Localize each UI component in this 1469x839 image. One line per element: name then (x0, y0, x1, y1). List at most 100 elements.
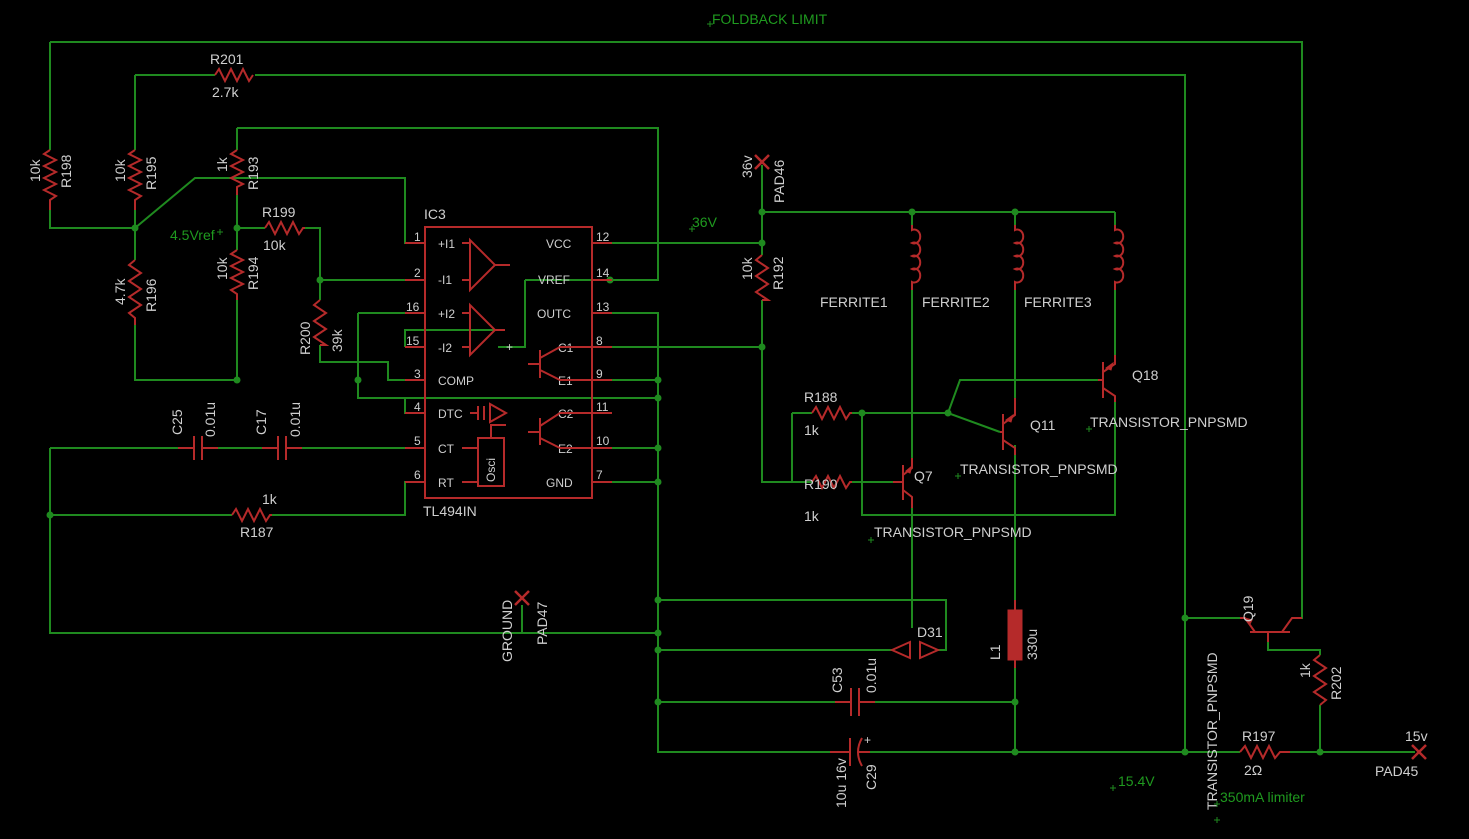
pad-46[interactable]: 36v PAD46 (739, 154, 787, 203)
net-label-foldback: FOLDBACK LIMIT (712, 11, 828, 27)
resistor-r198[interactable]: 10k R198 (27, 149, 74, 210)
svg-text:6: 6 (414, 468, 421, 482)
ic-pin-15[interactable]: 15-I2 (406, 334, 452, 355)
ferrite-2-name: FERRITE2 (922, 294, 990, 310)
ferrite-1[interactable]: FERRITE1 (820, 225, 922, 310)
transistor-q11[interactable]: Q11 TRANSISTOR_PNPSMD (960, 398, 1118, 477)
resistor-r192[interactable]: 10k R192 (739, 254, 786, 301)
c17-name: C17 (253, 409, 269, 435)
svg-text:10: 10 (596, 434, 610, 448)
net-label-15v4: 15.4V (1118, 773, 1155, 789)
svg-text:+I1: +I1 (438, 237, 455, 251)
resistor-r202[interactable]: 1k R202 (1297, 654, 1344, 706)
net-label-36v: 36V (692, 214, 718, 230)
svg-text:RT: RT (438, 476, 454, 490)
r192-value: 10k (739, 256, 755, 280)
c53-value: 0.01u (863, 658, 879, 693)
q19-name: Q19 (1240, 595, 1256, 622)
ic-pin-8[interactable]: 8C1 (558, 334, 603, 355)
c29-name: C29 (863, 764, 879, 790)
ic-transistor-2-icon (528, 412, 592, 449)
svg-text:VREF: VREF (538, 273, 570, 287)
ic-pin-6[interactable]: 6RT (414, 468, 454, 490)
r192-name: R192 (770, 256, 786, 290)
transistor-q19[interactable]: Q19 TRANSISTOR_PNPSMD (1204, 595, 1302, 810)
capacitor-c25[interactable]: C25 0.01u (169, 402, 218, 460)
capacitor-c17[interactable]: C17 0.01u (253, 402, 303, 460)
svg-text:COMP: COMP (438, 374, 474, 388)
resistor-r187[interactable]: 1k R187 (231, 491, 278, 540)
r194-value: 10k (214, 256, 230, 280)
resistor-r201[interactable]: R201 2.7k (210, 51, 254, 100)
svg-text:5: 5 (414, 434, 421, 448)
ic-pin-5[interactable]: 5CT (414, 434, 455, 456)
q7-name: Q7 (914, 468, 933, 484)
diode-d31[interactable]: D31 (889, 624, 943, 660)
svg-text:VCC: VCC (546, 237, 572, 251)
r190-value: 1k (804, 508, 820, 524)
svg-text:DTC: DTC (438, 407, 463, 421)
resistor-r193[interactable]: 1k R193 (214, 149, 261, 195)
r195-value: 10k (112, 158, 128, 182)
pad-45[interactable]: 15v PAD45 (1375, 728, 1428, 779)
capacitor-c29[interactable]: + C29 10u 16v (830, 733, 879, 808)
r199-name: R199 (262, 204, 296, 220)
resistor-r196[interactable]: 4.7k R196 (112, 259, 159, 325)
r187-name: R187 (240, 524, 274, 540)
resistor-r200[interactable]: R200 39k (297, 299, 345, 355)
r195-name: R195 (143, 156, 159, 190)
svg-text:GND: GND (546, 476, 573, 490)
wires (49, 41, 1415, 753)
c25-value: 0.01u (202, 402, 218, 437)
pad46-value: 36v (739, 155, 755, 178)
pad-47[interactable]: GROUND PAD47 (499, 590, 550, 662)
transistor-q7[interactable]: Q7 TRANSISTOR_PNPSMD (874, 458, 1032, 540)
ic-pin-9[interactable]: 9E1 (558, 367, 603, 388)
resistor-r197[interactable]: R197 2Ω (1239, 728, 1290, 778)
svg-text:CT: CT (438, 442, 455, 456)
resistor-r195[interactable]: 10k R195 (112, 149, 159, 210)
r193-value: 1k (214, 156, 230, 172)
svg-text:+I2: +I2 (438, 307, 455, 321)
resistor-r194[interactable]: 10k R194 (214, 249, 261, 300)
svg-text:1: 1 (414, 230, 421, 244)
r198-name: R198 (58, 154, 74, 188)
r190-name: R190 (804, 476, 838, 492)
r202-name: R202 (1328, 666, 1344, 700)
resistor-r199[interactable]: R199 10k (262, 204, 305, 253)
svg-text:+: + (506, 340, 513, 354)
l1-name: L1 (987, 644, 1003, 660)
transistor-q18[interactable]: Q18 TRANSISTOR_PNPSMD (1090, 355, 1248, 430)
ic-pin-2[interactable]: 2-I1 (414, 266, 452, 287)
ferrite-2[interactable]: FERRITE2 (922, 225, 1025, 310)
inductor-l1[interactable]: L1 330u (987, 600, 1040, 668)
pad45-name: PAD45 (1375, 763, 1419, 779)
svg-text:7: 7 (596, 468, 603, 482)
pad46-name: PAD46 (771, 159, 787, 203)
c29-value: 10u 16v (833, 758, 849, 808)
q19-value: TRANSISTOR_PNPSMD (1204, 652, 1220, 810)
q18-value: TRANSISTOR_PNPSMD (1090, 414, 1248, 430)
svg-text:Osci: Osci (484, 458, 498, 482)
capacitor-c53[interactable]: C53 0.01u (829, 658, 879, 716)
ferrite-3[interactable]: FERRITE3 (1024, 225, 1125, 310)
resistor-r188[interactable]: R188 1k (804, 389, 852, 438)
ic-pin-1[interactable]: 1 +I1 (414, 230, 455, 251)
pad47-name: PAD47 (534, 601, 550, 645)
q7-value: TRANSISTOR_PNPSMD (874, 524, 1032, 540)
net-label-vref: 4.5Vref (170, 227, 215, 243)
ic-pin-16[interactable]: 16+I2 (406, 300, 455, 321)
junctions (46, 208, 1324, 756)
resistor-r190[interactable]: R190 1k (804, 473, 852, 524)
c25-name: C25 (169, 409, 185, 435)
